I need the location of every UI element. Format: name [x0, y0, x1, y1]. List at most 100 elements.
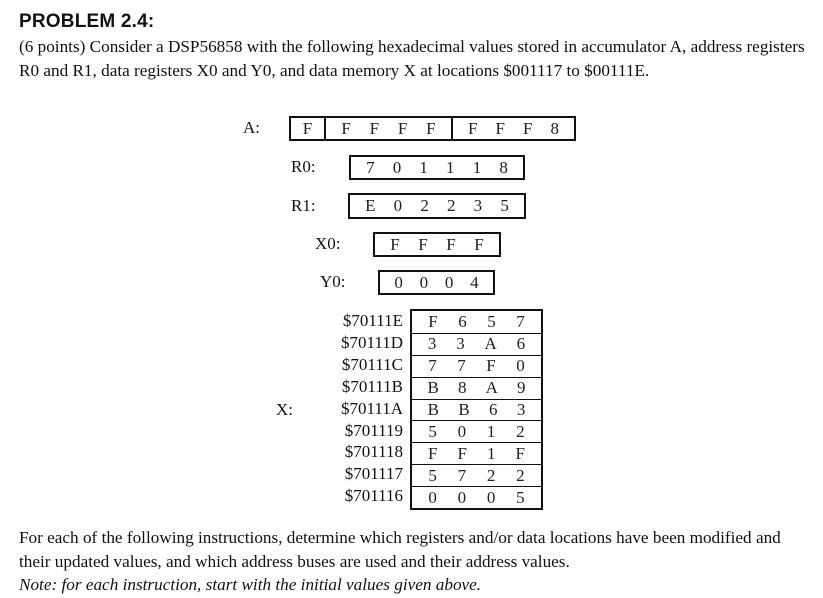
digit: 4 — [470, 272, 479, 292]
digit: 1 — [486, 421, 496, 441]
digit: F — [428, 311, 438, 331]
digit: 0 — [419, 272, 429, 292]
digit: 0 — [457, 421, 467, 441]
a0-digits: F F F 8 — [453, 119, 574, 139]
digit: 8 — [550, 118, 559, 138]
digit: 0 — [392, 157, 402, 177]
instructions-text: For each of the following instructions, … — [19, 528, 781, 571]
register-a-box: F F F F F F F F 8 — [289, 116, 576, 141]
register-r0-box: 7 0 1 1 1 8 — [349, 155, 525, 180]
digit: 1 — [446, 157, 455, 177]
digit: F — [446, 234, 456, 254]
digit: 3 — [456, 334, 465, 354]
memory-address: $701118 — [344, 442, 403, 462]
register-x0-box: F F F F — [373, 232, 501, 257]
a1-digits: F F F F — [326, 119, 451, 139]
memory-row: 5 0 1 2 — [412, 420, 541, 442]
memory-address: $70111C — [341, 354, 403, 374]
y0-digits: 0 0 0 4 — [380, 273, 493, 293]
memory-address: $701117 — [344, 464, 403, 484]
digit: F — [341, 118, 351, 138]
digit: 0 — [486, 487, 496, 507]
register-r1-box: E 0 2 2 3 5 — [348, 193, 526, 219]
digit: 8 — [457, 378, 467, 398]
digit: 9 — [516, 378, 526, 398]
outro-paragraph: For each of the following instructions, … — [19, 526, 809, 597]
digit: F — [457, 443, 467, 463]
digit: F — [397, 118, 408, 138]
r0-digits: 7 0 1 1 1 8 — [351, 158, 523, 178]
digit: A — [485, 378, 498, 398]
label-a: A: — [243, 118, 260, 137]
digit: B — [427, 378, 439, 398]
intro-paragraph: (6 points) Consider a DSP56858 with the … — [19, 37, 805, 80]
digit: 3 — [473, 196, 483, 215]
memory-row: B 8 A 9 — [412, 376, 541, 399]
digit: F — [468, 118, 478, 138]
digit: 8 — [499, 157, 508, 177]
digit: 0 — [444, 272, 454, 292]
memory-address: $701116 — [344, 486, 403, 506]
digit: F — [522, 118, 533, 138]
digit: 6 — [458, 311, 467, 331]
digit: 5 — [487, 311, 496, 331]
digit: 0 — [394, 272, 403, 292]
digit: A — [484, 334, 497, 354]
digit: 1 — [486, 443, 496, 463]
memory-address: $70111E — [342, 311, 403, 330]
label-x0: X0: — [315, 234, 341, 253]
digit: F — [369, 118, 380, 138]
digit: F — [390, 234, 400, 254]
memory-row: 3 3 A 6 — [412, 332, 541, 355]
digit: 7 — [457, 465, 467, 485]
x0-digits: F F F F — [375, 235, 499, 255]
digit: 5 — [428, 421, 437, 441]
a2-segment: F — [291, 118, 324, 139]
memory-row: F 6 5 7 — [412, 311, 541, 333]
label-y0: Y0: — [320, 272, 346, 291]
digit: 3 — [516, 400, 526, 419]
digit: F — [515, 443, 525, 463]
a1-segment: F F F F — [324, 118, 451, 139]
memory-row: F F 1 F — [412, 442, 541, 464]
digit: E — [365, 196, 376, 215]
digit: 5 — [428, 465, 437, 485]
digit: 1 — [419, 157, 428, 177]
a0-segment: F F F 8 — [451, 118, 574, 139]
digit: 5 — [500, 196, 509, 215]
memory-row: B B 6 3 — [412, 398, 541, 421]
memory-address: $70111D — [340, 332, 403, 352]
digit: 6 — [489, 400, 498, 419]
r1-digits: E 0 2 2 3 5 — [350, 196, 524, 216]
digit: 5 — [516, 487, 525, 507]
memory-table: F 6 5 7 3 3 A 6 7 7 F 0 B 8 A 9 B B 6 3 … — [410, 309, 543, 511]
digit: F — [428, 443, 438, 463]
digit: 2 — [516, 421, 525, 441]
label-r0: R0: — [291, 157, 316, 176]
digit: F — [495, 118, 505, 138]
digit: 3 — [427, 334, 437, 354]
label-r1: R1: — [291, 196, 316, 215]
digit: 0 — [428, 487, 437, 507]
digit: 7 — [457, 356, 466, 376]
digit: 0 — [457, 487, 467, 507]
memory-address: $70111A — [340, 398, 403, 418]
digit: F — [486, 356, 496, 376]
problem-title: PROBLEM 2.4: — [19, 11, 155, 32]
digit: 7 — [428, 356, 437, 376]
digit: B — [458, 400, 470, 419]
digit: 2 — [446, 196, 456, 215]
digit: 6 — [516, 334, 526, 354]
memory-address: $701119 — [344, 420, 403, 440]
digit: 0 — [516, 356, 525, 376]
memory-row: 7 7 F 0 — [412, 354, 541, 377]
digit: F — [418, 234, 428, 254]
memory-row: 0 0 0 5 — [412, 486, 541, 508]
note-text: Note: for each instruction, start with t… — [19, 575, 482, 594]
digit: F — [474, 234, 484, 254]
digit: 2 — [420, 196, 429, 215]
digit: F — [302, 118, 313, 138]
register-y0-box: 0 0 0 4 — [378, 270, 495, 295]
memory-address: $70111B — [341, 376, 403, 396]
digit: 0 — [393, 196, 403, 215]
